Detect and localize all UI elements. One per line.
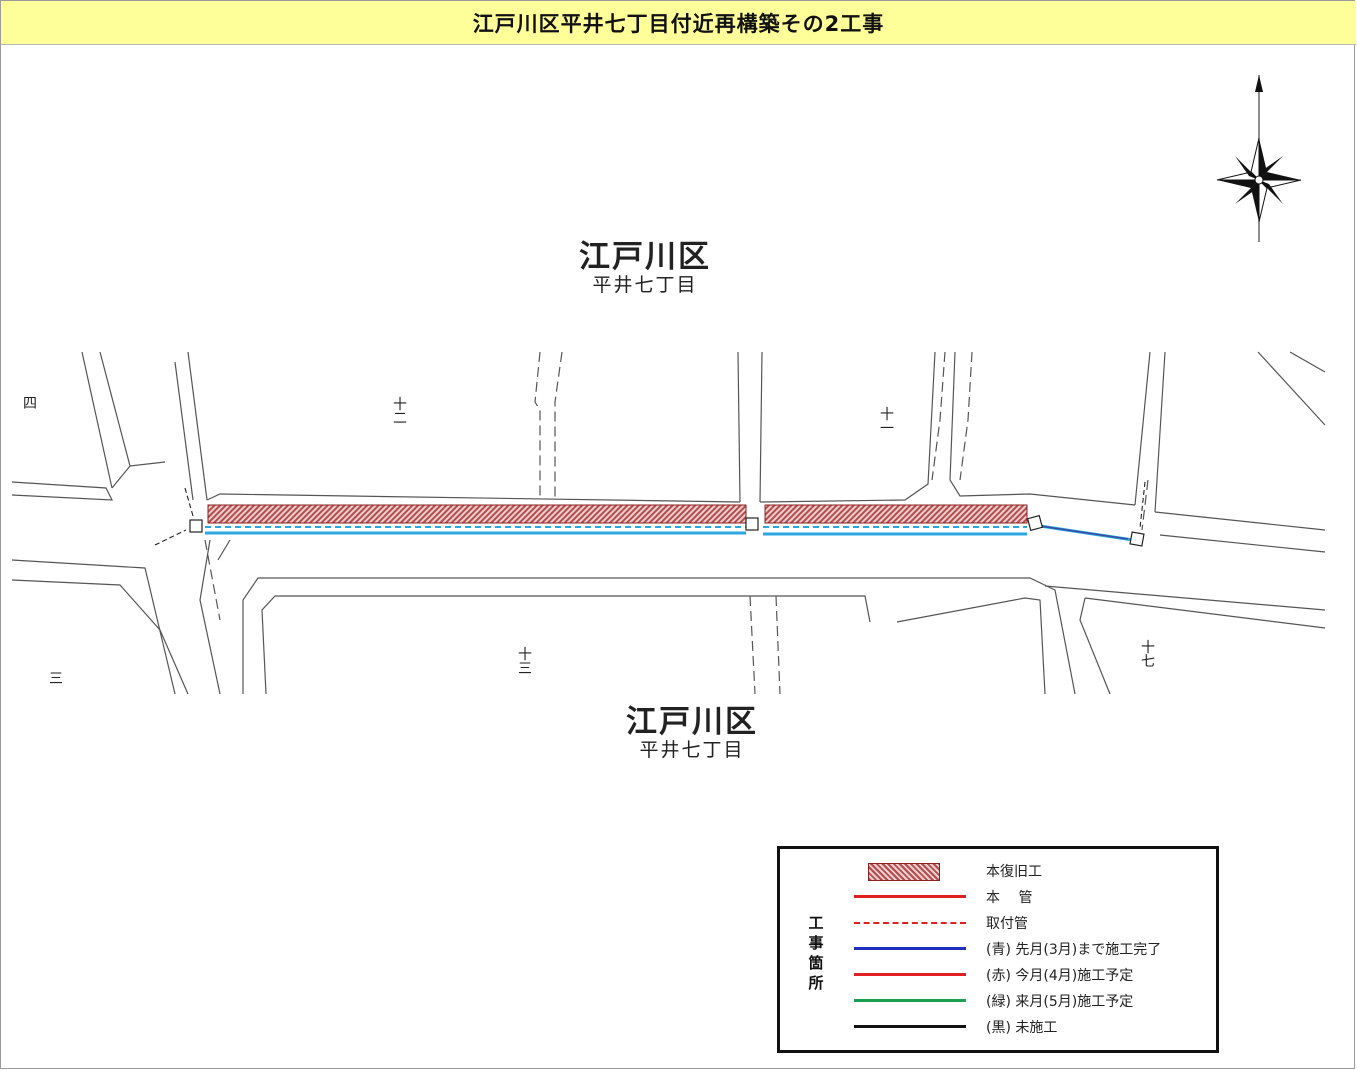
restoration-area-east	[764, 504, 1028, 524]
district-label-north: 江戸川区 平井七丁目	[560, 240, 730, 296]
pipe-arrow	[1039, 525, 1129, 540]
legend-item-next-month: (緑) 来月(5月)施工予定	[850, 991, 1133, 1011]
block-number-13: 十 三	[518, 647, 532, 677]
legend-swatch-line	[850, 887, 966, 907]
dashed-boundaries	[204, 351, 1149, 695]
legend-swatch-hatch	[850, 861, 966, 881]
legend-label: (青) 先月(3月)まで施工完了	[986, 942, 1162, 958]
legend-item-main-pipe: 本 管	[850, 887, 1032, 907]
town-name: 平井七丁目	[639, 739, 745, 761]
legend-item-not-started: (黒) 未施工	[850, 1017, 1057, 1037]
legend-swatch-line	[850, 939, 966, 959]
legend-label: 本 管	[986, 890, 1033, 906]
block-number-3: 三	[49, 671, 63, 687]
manholes	[189, 514, 1145, 547]
restoration-area-west	[207, 504, 747, 524]
legend-item-restoration: 本復旧工	[850, 861, 1042, 881]
town-name: 平井七丁目	[592, 274, 698, 296]
map-title: 江戸川区平井七丁目付近再構築その2工事	[1, 1, 1356, 45]
map-legend: 工 事 箇 所 本復旧工 本 管 取付管 (青) 先月(3月)まで施工完了 (赤…	[777, 846, 1219, 1053]
block-number-12: 十 二	[393, 397, 407, 427]
legend-label: 本復旧工	[986, 864, 1042, 880]
ward-name: 江戸川区	[579, 239, 711, 275]
legend-label: (赤) 今月(4月)施工予定	[986, 968, 1134, 984]
manhole-west	[189, 519, 203, 533]
block-number-11: 十 一	[880, 407, 894, 437]
manhole-east	[1026, 514, 1044, 532]
legend-swatch-dashed	[850, 913, 966, 933]
block-number-17: 十 七	[1141, 640, 1155, 670]
manhole-middle	[745, 517, 759, 531]
legend-swatch-line	[850, 965, 966, 985]
legend-label: (緑) 来月(5月)施工予定	[986, 994, 1134, 1010]
legend-swatch-line	[850, 1017, 966, 1037]
legend-item-completed: (青) 先月(3月)まで施工完了	[850, 939, 1161, 959]
north-compass-rose-icon	[1216, 75, 1302, 242]
block-number-4: 四	[23, 396, 37, 412]
legend-label: 取付管	[986, 916, 1028, 932]
manhole-far-east	[1129, 531, 1145, 547]
legend-item-connection-pipe: 取付管	[850, 913, 1028, 933]
legend-swatch-line	[850, 991, 966, 1011]
legend-label: (黒) 未施工	[986, 1020, 1058, 1036]
completed-pipes	[205, 524, 1134, 542]
district-label-south: 江戸川区 平井七丁目	[607, 705, 777, 761]
street-outlines	[11, 351, 1326, 695]
legend-heading: 工 事 箇 所	[808, 914, 824, 992]
inflow-arrows	[154, 481, 1146, 546]
ward-name: 江戸川区	[626, 704, 758, 740]
legend-item-this-month: (赤) 今月(4月)施工予定	[850, 965, 1133, 985]
